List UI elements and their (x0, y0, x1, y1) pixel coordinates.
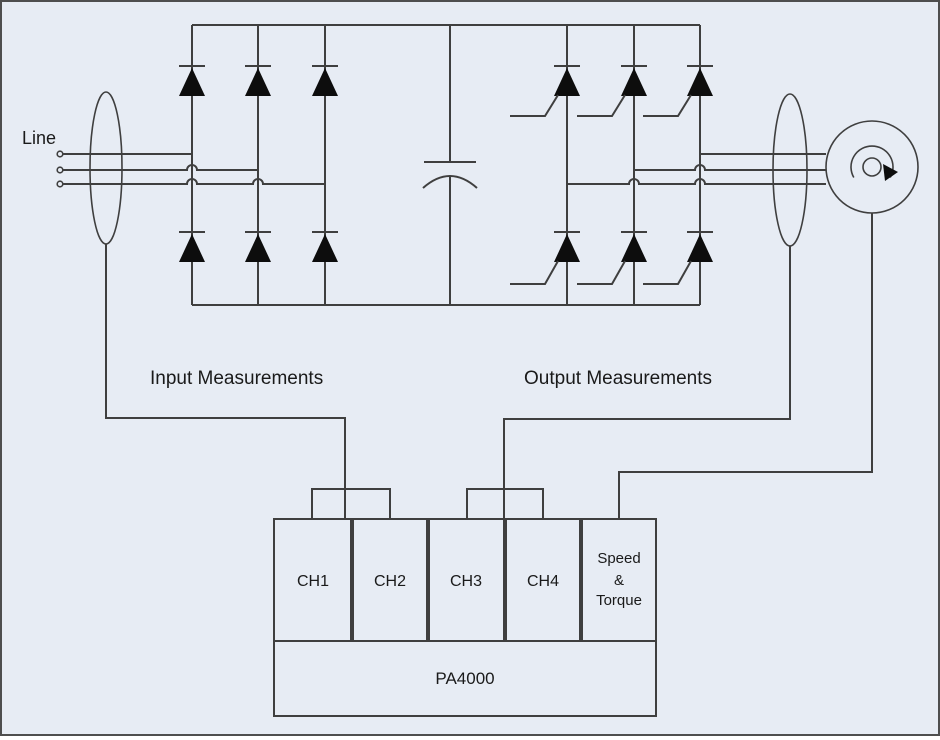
inverter-bridge (510, 25, 826, 305)
line-terminal-icon (56, 180, 64, 188)
diode-icon (312, 65, 338, 96)
diode-icon (245, 65, 271, 96)
channel-ch3-label: CH3 (450, 573, 482, 590)
diode-icon (179, 65, 205, 96)
input-connector-box (311, 488, 391, 520)
current-sensor-ellipse-icon (89, 91, 123, 245)
three-phase-input: Line (22, 128, 325, 188)
igbt-icon (510, 65, 580, 117)
wire-speed-torque (618, 213, 873, 519)
igbt-icon (577, 231, 647, 285)
wire-phase-b (63, 164, 258, 171)
igbt-icon (643, 65, 713, 117)
wire-phase-c (63, 178, 325, 185)
rectifier-bridge (179, 24, 700, 306)
diode-icon (179, 231, 205, 262)
igbt-icon (510, 231, 580, 285)
wire-input-measurement (105, 244, 346, 519)
analyzer-model-label: PA4000 (435, 669, 494, 688)
line-terminal-icon (56, 150, 64, 158)
capacitor-icon (422, 25, 478, 305)
pa4000-analyzer: CH1 CH2 CH3 CH4 Speed & Torque PA4000 (273, 488, 657, 717)
wire-output-w (567, 178, 826, 185)
speed-torque-label-line2: & (614, 572, 624, 589)
igbt-icon (577, 65, 647, 117)
diode-icon (312, 231, 338, 262)
wire-output-v (634, 164, 826, 171)
channel-ch4-label: CH4 (527, 573, 559, 590)
wire-output-measurement (503, 246, 791, 519)
diode-icon (245, 231, 271, 262)
line-label: Line (22, 128, 56, 148)
channel-ch1-label: CH1 (297, 573, 329, 590)
analyzer-base-box (273, 640, 657, 717)
igbt-icon (643, 231, 713, 285)
speed-torque-label-line3: Torque (596, 592, 642, 609)
line-terminal-icon (56, 166, 64, 174)
channel-ch2-label: CH2 (374, 573, 406, 590)
rotation-arrow-icon (883, 164, 898, 181)
output-measurements-label: Output Measurements (524, 368, 712, 389)
motor-icon (825, 120, 919, 214)
input-measurements-label: Input Measurements (150, 368, 323, 389)
speed-torque-label-line1: Speed (597, 550, 640, 567)
